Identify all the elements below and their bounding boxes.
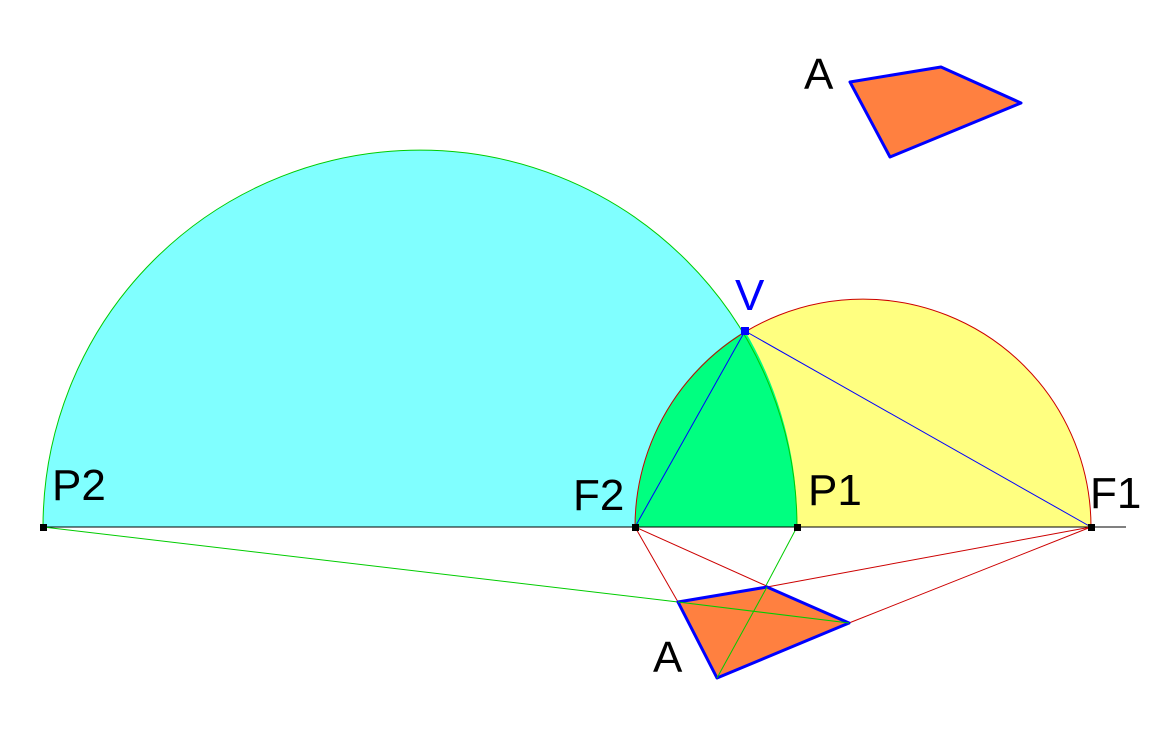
line-f2-quad-left xyxy=(634,526,679,603)
point-p2 xyxy=(40,524,47,531)
point-p1 xyxy=(794,524,801,531)
lens-region xyxy=(634,331,798,527)
large-half-disc xyxy=(43,150,797,527)
label-v: V xyxy=(735,271,765,320)
line-v-f1 xyxy=(744,330,1092,528)
point-v xyxy=(741,327,749,335)
label-a-bottom: A xyxy=(653,633,683,682)
label-p1: P1 xyxy=(808,466,862,515)
line-f1-quad-right xyxy=(848,526,1092,624)
point-f2 xyxy=(632,524,639,531)
label-f1: F1 xyxy=(1090,469,1141,518)
large-arc-outline xyxy=(42,149,798,528)
line-p2-quad xyxy=(42,526,679,603)
label-a-top: A xyxy=(804,50,834,99)
quad-bottom-diagonal-1 xyxy=(677,601,850,624)
label-f2: F2 xyxy=(573,471,624,520)
label-p2: P2 xyxy=(52,461,106,510)
line-v-f2 xyxy=(634,330,746,528)
point-f1 xyxy=(1088,524,1095,531)
line-f1-quad-top xyxy=(766,526,1092,588)
quadrilateral-bottom xyxy=(676,585,851,680)
quadrilateral-top xyxy=(848,65,1023,159)
small-arc-outline xyxy=(634,298,1092,528)
quad-bottom-diagonal-2 xyxy=(716,586,768,679)
